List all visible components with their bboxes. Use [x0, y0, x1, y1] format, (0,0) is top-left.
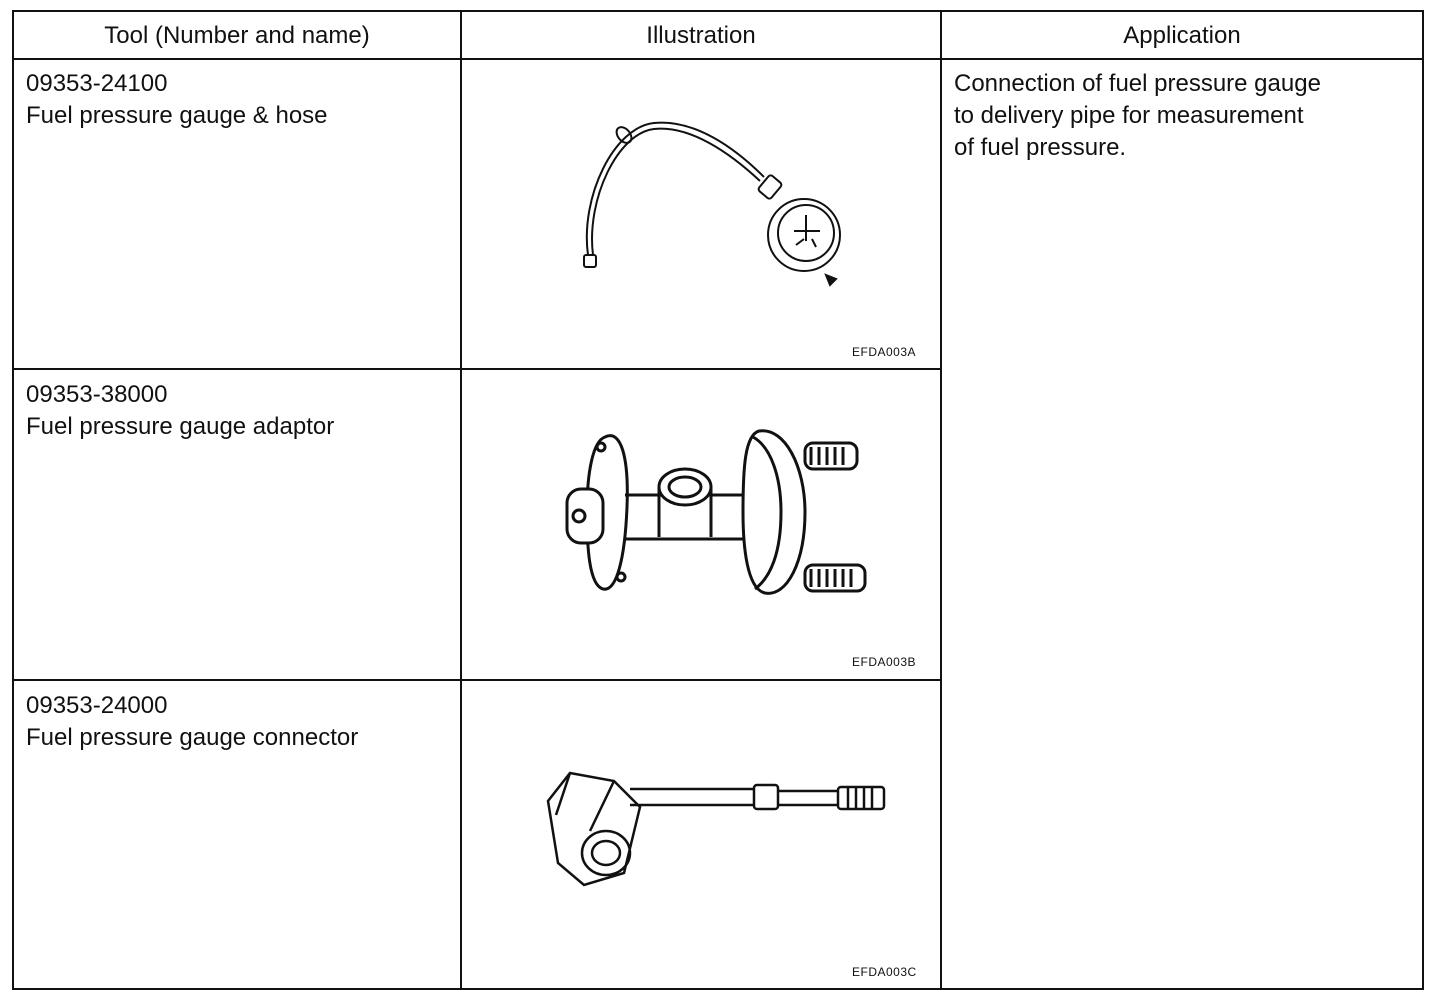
special-tools-table: Tool (Number and name) Illustration Appl… [12, 10, 1424, 990]
application-text: Connection of fuel pressure gauge to del… [954, 68, 1321, 164]
application-line: Connection of fuel pressure gauge [954, 70, 1321, 97]
fuel-pressure-gauge-hose-icon [574, 107, 854, 287]
figure-label: EFDA003C [852, 965, 917, 979]
row-divider [14, 368, 942, 370]
figure-label: EFDA003A [852, 345, 917, 359]
tool-name: Fuel pressure gauge adaptor [26, 413, 335, 440]
application-line: to delivery pipe for measurement [954, 102, 1304, 129]
row-divider [14, 679, 942, 681]
fuel-pressure-gauge-adaptor-icon [559, 417, 869, 607]
header-illustration: Illustration [646, 21, 756, 49]
figure-label: EFDA003B [852, 655, 917, 669]
column-divider [460, 12, 462, 988]
fuel-pressure-gauge-connector-icon [544, 767, 894, 897]
header-tool: Tool (Number and name) [104, 21, 370, 49]
header-divider [14, 58, 1422, 60]
tool-number: 09353-24100 [26, 70, 168, 97]
tool-name: Fuel pressure gauge & hose [26, 102, 328, 129]
column-divider [940, 12, 942, 988]
tool-number: 09353-24000 [26, 692, 168, 719]
header-application: Application [1123, 21, 1241, 49]
tool-name: Fuel pressure gauge connector [26, 724, 359, 751]
application-line: of fuel pressure. [954, 134, 1127, 161]
tool-number: 09353-38000 [26, 381, 168, 408]
